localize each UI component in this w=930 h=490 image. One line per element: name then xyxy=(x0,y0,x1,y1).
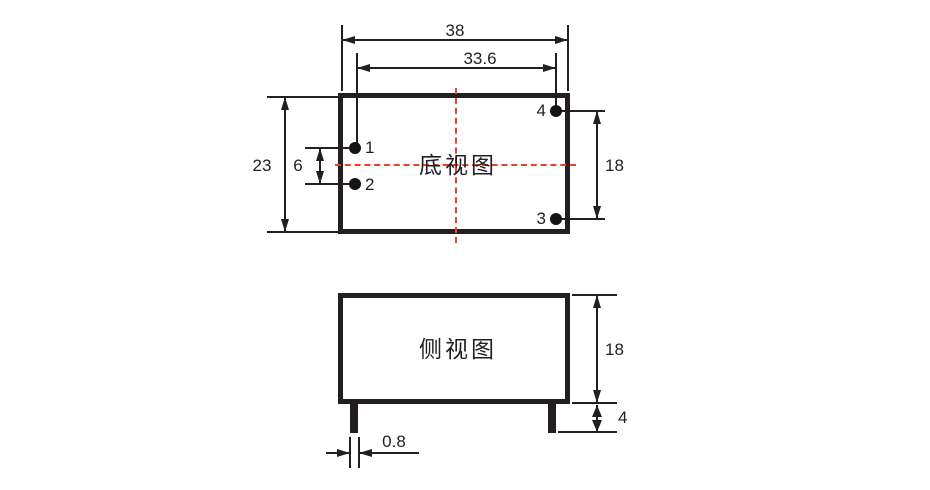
pin-2-dot xyxy=(349,178,361,190)
dim-38-line xyxy=(342,39,568,41)
dim-33-6-line xyxy=(357,67,556,69)
dim-18-side-line xyxy=(596,295,598,403)
dim-18-bottom-arrow-down-icon xyxy=(593,206,601,219)
dim-33-6-label: 33.6 xyxy=(463,49,497,68)
dim-0-8-arrow-left-icon xyxy=(359,449,372,457)
dim-18-bottom-extension-bottom xyxy=(562,218,605,220)
pin-4-dot xyxy=(550,105,562,117)
dim-4-extension-bottom xyxy=(558,431,617,433)
dim-18-side-extension-top xyxy=(572,294,617,296)
dim-33-6-arrow-left-icon xyxy=(357,64,370,72)
dim-18-side-arrow-down-icon xyxy=(593,390,601,403)
dim-23-line xyxy=(284,98,286,232)
side-view-outline xyxy=(338,293,570,404)
dim-23-extension-bottom xyxy=(267,231,338,233)
dim-38-extension-right xyxy=(567,25,569,91)
dim-0-8-arrow-right-icon xyxy=(337,449,350,457)
dim-6-extension-bottom xyxy=(305,183,350,185)
dim-18-bottom-arrow-up-icon xyxy=(593,111,601,124)
bottom-view-outline xyxy=(338,93,570,234)
side-view-right-pin xyxy=(548,404,556,433)
side-view-title: 侧视图 xyxy=(419,336,497,362)
dim-4-label: 4 xyxy=(618,408,628,427)
pin-2-label: 2 xyxy=(365,175,375,194)
dim-33-6-extension-right xyxy=(555,53,557,106)
pin-1-dot xyxy=(349,142,361,154)
pin-1-label: 1 xyxy=(365,138,375,157)
dim-33-6-arrow-right-icon xyxy=(543,64,556,72)
dim-23-extension-top xyxy=(267,96,338,98)
bottom-view-title: 底视图 xyxy=(419,152,497,178)
dim-23-arrow-up-icon xyxy=(281,97,289,110)
pin-3-label: 3 xyxy=(536,209,546,228)
dim-18-bottom-extension-top xyxy=(562,110,605,112)
pin-3-dot xyxy=(550,213,562,225)
dim-0-8-extension-right xyxy=(358,437,360,468)
dim-6-arrow-down-icon xyxy=(316,171,324,184)
center-line-horizontal xyxy=(335,164,576,166)
dim-4-arrow-down-icon xyxy=(592,420,602,432)
dim-33-6-extension-left xyxy=(356,53,358,143)
dim-6-extension-top xyxy=(305,147,350,149)
dim-18-bottom-label: 18 xyxy=(605,156,624,175)
dim-23-arrow-down-icon xyxy=(281,219,289,232)
dim-6-line xyxy=(319,148,321,184)
dim-4-line xyxy=(596,405,598,432)
dim-0-8-tail-right xyxy=(359,452,419,454)
dim-18-side-label: 18 xyxy=(605,340,624,359)
side-view-left-pin xyxy=(350,404,358,433)
dim-18-bottom-line xyxy=(596,111,598,219)
dim-38-label: 38 xyxy=(445,21,465,40)
dim-38-arrow-left-icon xyxy=(342,36,355,44)
dim-6-arrow-up-icon xyxy=(316,148,324,161)
dim-23-label: 23 xyxy=(252,156,272,175)
dim-0-8-label: 0.8 xyxy=(382,432,406,451)
dim-6-label: 6 xyxy=(293,156,303,175)
pin-4-label: 4 xyxy=(536,101,546,120)
dim-38-arrow-right-icon xyxy=(555,36,568,44)
dim-4-arrow-up-icon xyxy=(592,405,602,417)
dim-38-extension-left xyxy=(341,25,343,91)
dim-18-side-arrow-up-icon xyxy=(593,295,601,308)
